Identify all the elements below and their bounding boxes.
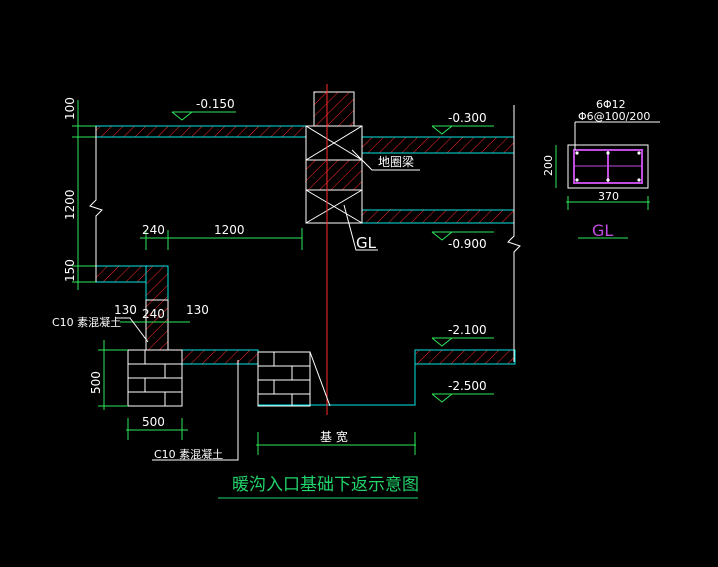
section-rebar-label: 6Φ12 xyxy=(596,98,626,111)
central-column xyxy=(305,84,363,415)
dim-240-bottom: 240 xyxy=(142,307,165,321)
section-width-label: 370 xyxy=(598,190,619,203)
gl-cross-section xyxy=(567,121,660,189)
dim-1200-vertical: 1200 xyxy=(63,189,77,220)
base-width-label: 基 宽 xyxy=(320,429,348,444)
left-wall-brick xyxy=(145,299,169,351)
gl-section-outline xyxy=(567,144,649,189)
gl-beam-box xyxy=(305,189,363,224)
bottom-left-slab xyxy=(181,349,259,365)
foundation-blocks xyxy=(127,299,331,407)
dim-130-right: 130 xyxy=(186,303,209,317)
ground-beam-label: 地圈梁 xyxy=(378,154,414,169)
elevation-minus-2500: -2.500 xyxy=(448,379,487,393)
section-name-label: GL xyxy=(592,221,613,240)
break-lines xyxy=(89,105,521,362)
dim-130-left: 130 xyxy=(114,303,137,317)
elevation-minus-0300: -0.300 xyxy=(448,111,487,125)
dim-1200-horizontal: 1200 xyxy=(214,223,245,237)
c10-concrete-label-bottom: C10 素混凝土 xyxy=(154,447,223,461)
top-right-slab xyxy=(361,136,515,154)
trench-inner-outline xyxy=(257,350,416,406)
top-left-slab xyxy=(95,125,307,138)
drawing-title: 暖沟入口基础下返示意图 xyxy=(232,475,419,495)
section-height-label: 200 xyxy=(542,155,555,176)
dimension-lines xyxy=(72,100,650,455)
column-cap xyxy=(313,91,355,127)
gl-callout-label: GL xyxy=(356,234,377,252)
column-middle xyxy=(305,159,363,191)
step-left-slab xyxy=(95,265,147,283)
leader-lines xyxy=(116,149,420,461)
c10-concrete-label-top: C10 素混凝土 xyxy=(52,315,121,329)
dim-500-vertical: 500 xyxy=(89,371,103,394)
dim-240-top: 240 xyxy=(142,223,165,237)
section-stirrup-label: Φ6@100/200 xyxy=(578,110,650,123)
elevation-minus-0150: -0.150 xyxy=(196,97,235,111)
middle-right-slab xyxy=(361,209,515,224)
elevation-minus-0900: -0.900 xyxy=(448,237,487,251)
dim-150: 150 xyxy=(63,259,77,282)
elevation-minus-2100: -2.100 xyxy=(448,323,487,337)
right-foundation-block xyxy=(257,351,311,407)
dim-500-horizontal: 500 xyxy=(142,415,165,429)
drawing-text: -0.150 -0.300 -0.900 -2.100 -2.500 100 1… xyxy=(52,97,650,499)
dim-100: 100 xyxy=(63,97,77,120)
bottom-right-slab xyxy=(414,349,516,365)
